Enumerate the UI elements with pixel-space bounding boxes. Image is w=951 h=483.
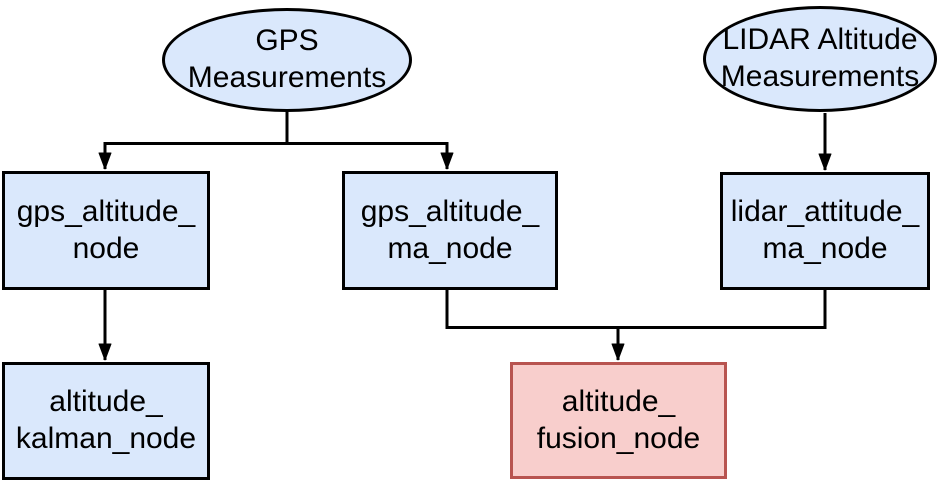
node-lidar-attitude-ma-node: lidar_attitude_ ma_node xyxy=(720,172,930,290)
node-altitude-fusion-node-label: altitude_ fusion_node xyxy=(536,384,701,455)
node-altitude-kalman-node: altitude_ kalman_node xyxy=(2,362,210,480)
node-gps-measurements-label: GPS Measurements xyxy=(187,24,387,94)
edge-ma-nodes-to-fusion xyxy=(445,290,827,361)
node-gps-altitude-ma-node: gps_altitude_ ma_node xyxy=(342,171,558,290)
node-altitude-fusion-node: altitude_ fusion_node xyxy=(510,362,727,479)
node-lidar-altitude-measurements-label: LIDAR Altitude Measurements xyxy=(720,23,920,93)
node-gps-altitude-ma-node-label: gps_altitude_ ma_node xyxy=(360,194,540,265)
node-gps-measurements: GPS Measurements xyxy=(162,8,412,112)
node-lidar-altitude-measurements: LIDAR Altitude Measurements xyxy=(703,6,937,112)
edge-gps-measurements-branch xyxy=(98,112,454,170)
node-gps-altitude-node-label: gps_altitude_ node xyxy=(16,194,196,265)
node-lidar-attitude-ma-node-label: lidar_attitude_ ma_node xyxy=(730,195,920,265)
node-gps-altitude-node: gps_altitude_ node xyxy=(2,171,210,290)
node-altitude-kalman-node-label: altitude_ kalman_node xyxy=(15,385,197,455)
